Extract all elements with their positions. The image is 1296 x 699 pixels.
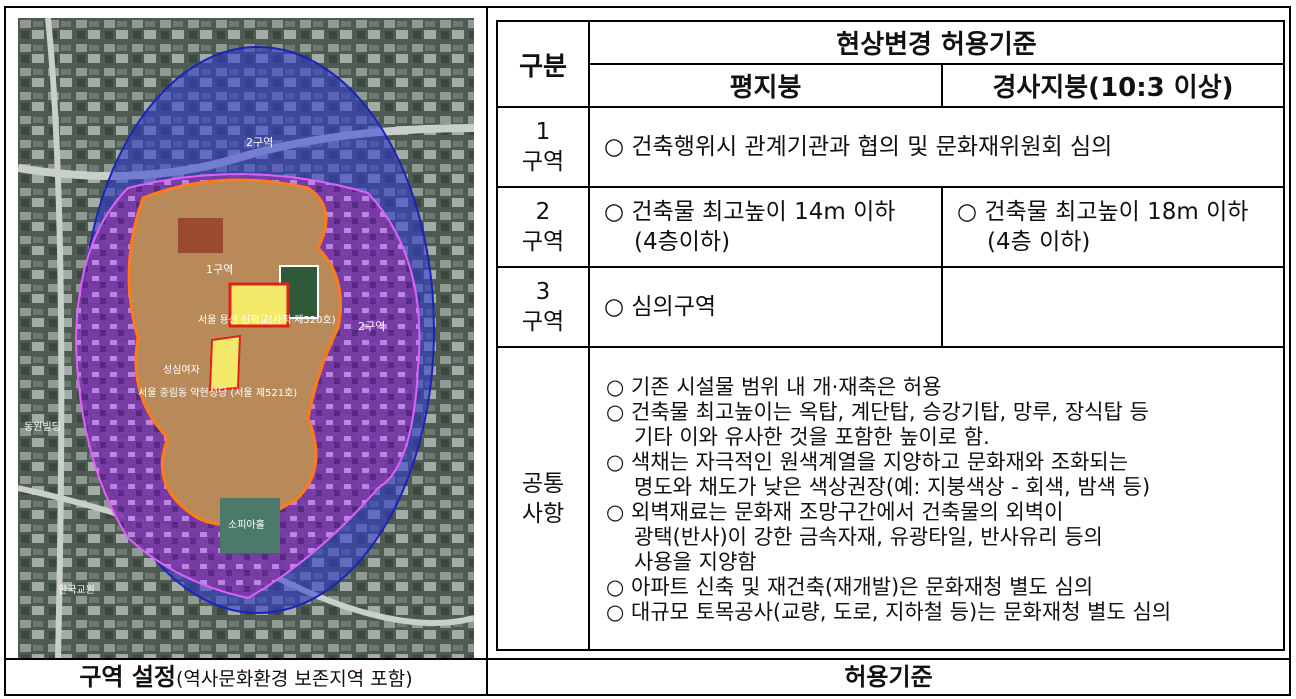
place-label: 소피아홀 [228,518,265,531]
note-line: ○ 건축물 최고높이는 옥탑, 계단탑, 승강기탑, 망루, 장식탑 등 [606,399,1149,424]
note-line: 사용을 지양함 [634,549,757,574]
left-caption: 구역 설정(역사문화환경 보존지역 포함) [6,658,488,694]
aerial-map-image: 1구역 2구역 2구역 서울 용산 신학교(사적 제520호) 서울 중림동 약… [18,18,474,658]
zone1-criteria: ○ 건축행위시 관계기관과 협의 및 문화재위원회 심의 [587,106,1286,188]
note-line: ○ 색채는 자극적인 원색계열을 지양하고 문화재와 조화되는 [606,449,1129,474]
heritage2-map-label: 서울 중림동 약현성당 (서울 제521호) [138,387,297,399]
note-line: ○ 외벽재료는 문화재 조망구간에서 건축물의 외벽이 [606,499,1064,524]
note-line: 기타 이와 유사한 것을 포함한 높이로 함. [634,424,990,449]
heritage1-map-label: 서울 용산 신학교(사적 제520호) [198,314,336,326]
common-notes: ○ 기존 시설물 범위 내 개·재축은 허용 ○ 건축물 최고높이는 옥탑, 계… [587,346,1286,651]
note-line: ○ 아파트 신축 및 재건축(재개발)은 문화재청 별도 심의 [606,574,1094,599]
zone2-flat-criteria: ○ 건축물 최고높이 14m 이하 (4층이하) [588,186,943,268]
zone3-criteria: ○ 심의구역 [588,266,943,348]
category-header: 구분 [496,20,590,108]
pitched-roof-header: 경사지붕(10:3 이상) [940,63,1286,108]
place-label: 한국교원 [58,584,95,596]
caption-subtitle: (역사문화환경 보존지역 포함) [176,668,413,690]
right-caption: 허용기준 [488,658,1289,694]
note-line: 명도와 채도가 낮은 색상권장(예: 지붕색상 - 회색, 밤색 등) [634,474,1151,499]
zone-map: 1구역 2구역 2구역 서울 용산 신학교(사적 제520호) 서울 중림동 약… [18,18,474,658]
criteria-header: 현상변경 허용기준 [587,20,1286,65]
note-line: 광택(반사)이 강한 금속자재, 유광타일, 반사유리 등의 [634,524,1103,549]
flat-roof-header: 평지붕 [588,63,943,108]
caption-title: 구역 설정 [79,663,176,691]
zone-top-map-label: 2구역 [246,136,273,149]
place-label: 성심여자 [163,364,200,376]
zone2-map-label: 2구역 [358,320,385,333]
document-frame [4,6,1291,696]
note-line: ○ 기존 시설물 범위 내 개·재축은 허용 [606,374,942,399]
zone1-map-label: 1구역 [206,263,233,276]
zone2-pitched-criteria: ○ 건축물 최고높이 18m 이하 (4층 이하) [940,186,1286,268]
zone3-pitched-empty [940,266,1286,348]
map-panel: 1구역 2구역 2구역 서울 용산 신학교(사적 제520호) 서울 중림동 약… [6,8,488,658]
place-label: 동원빌딩 [24,421,61,433]
note-line: ○ 대규모 토목공사(교량, 도로, 지하철 등)는 문화재청 별도 심의 [606,599,1172,624]
